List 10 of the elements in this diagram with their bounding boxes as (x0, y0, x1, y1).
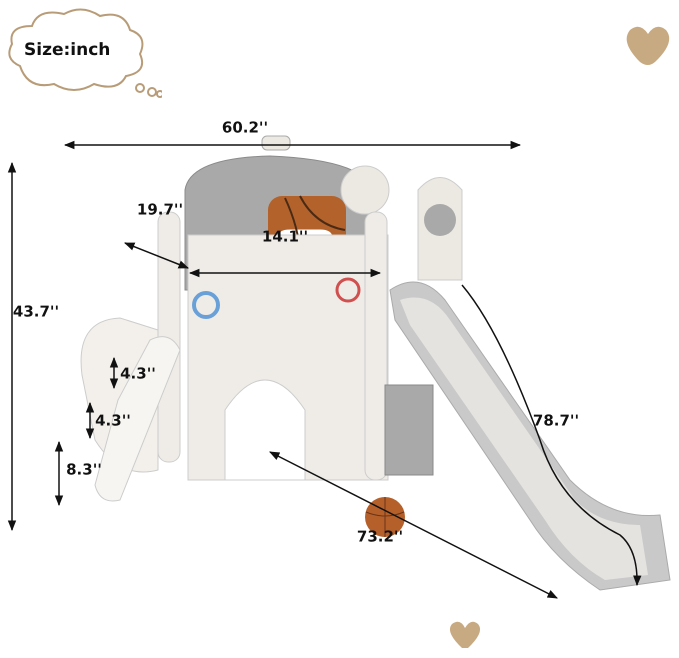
dimension-label: 14.1'' (262, 228, 308, 246)
dimension-label: 19.7'' (136, 202, 184, 218)
unit-note: Size:inch (24, 40, 110, 60)
dimension-label: 8.3'' (66, 462, 102, 478)
dimension-label: 43.7'' (12, 304, 60, 320)
dimension-label: 60.2'' (222, 120, 268, 136)
dimension-label: 4.3'' (120, 366, 156, 382)
dimension-label: 78.7'' (532, 412, 580, 430)
dimension-label: 73.2'' (356, 528, 404, 546)
dimension-label: 4.3'' (95, 412, 131, 430)
